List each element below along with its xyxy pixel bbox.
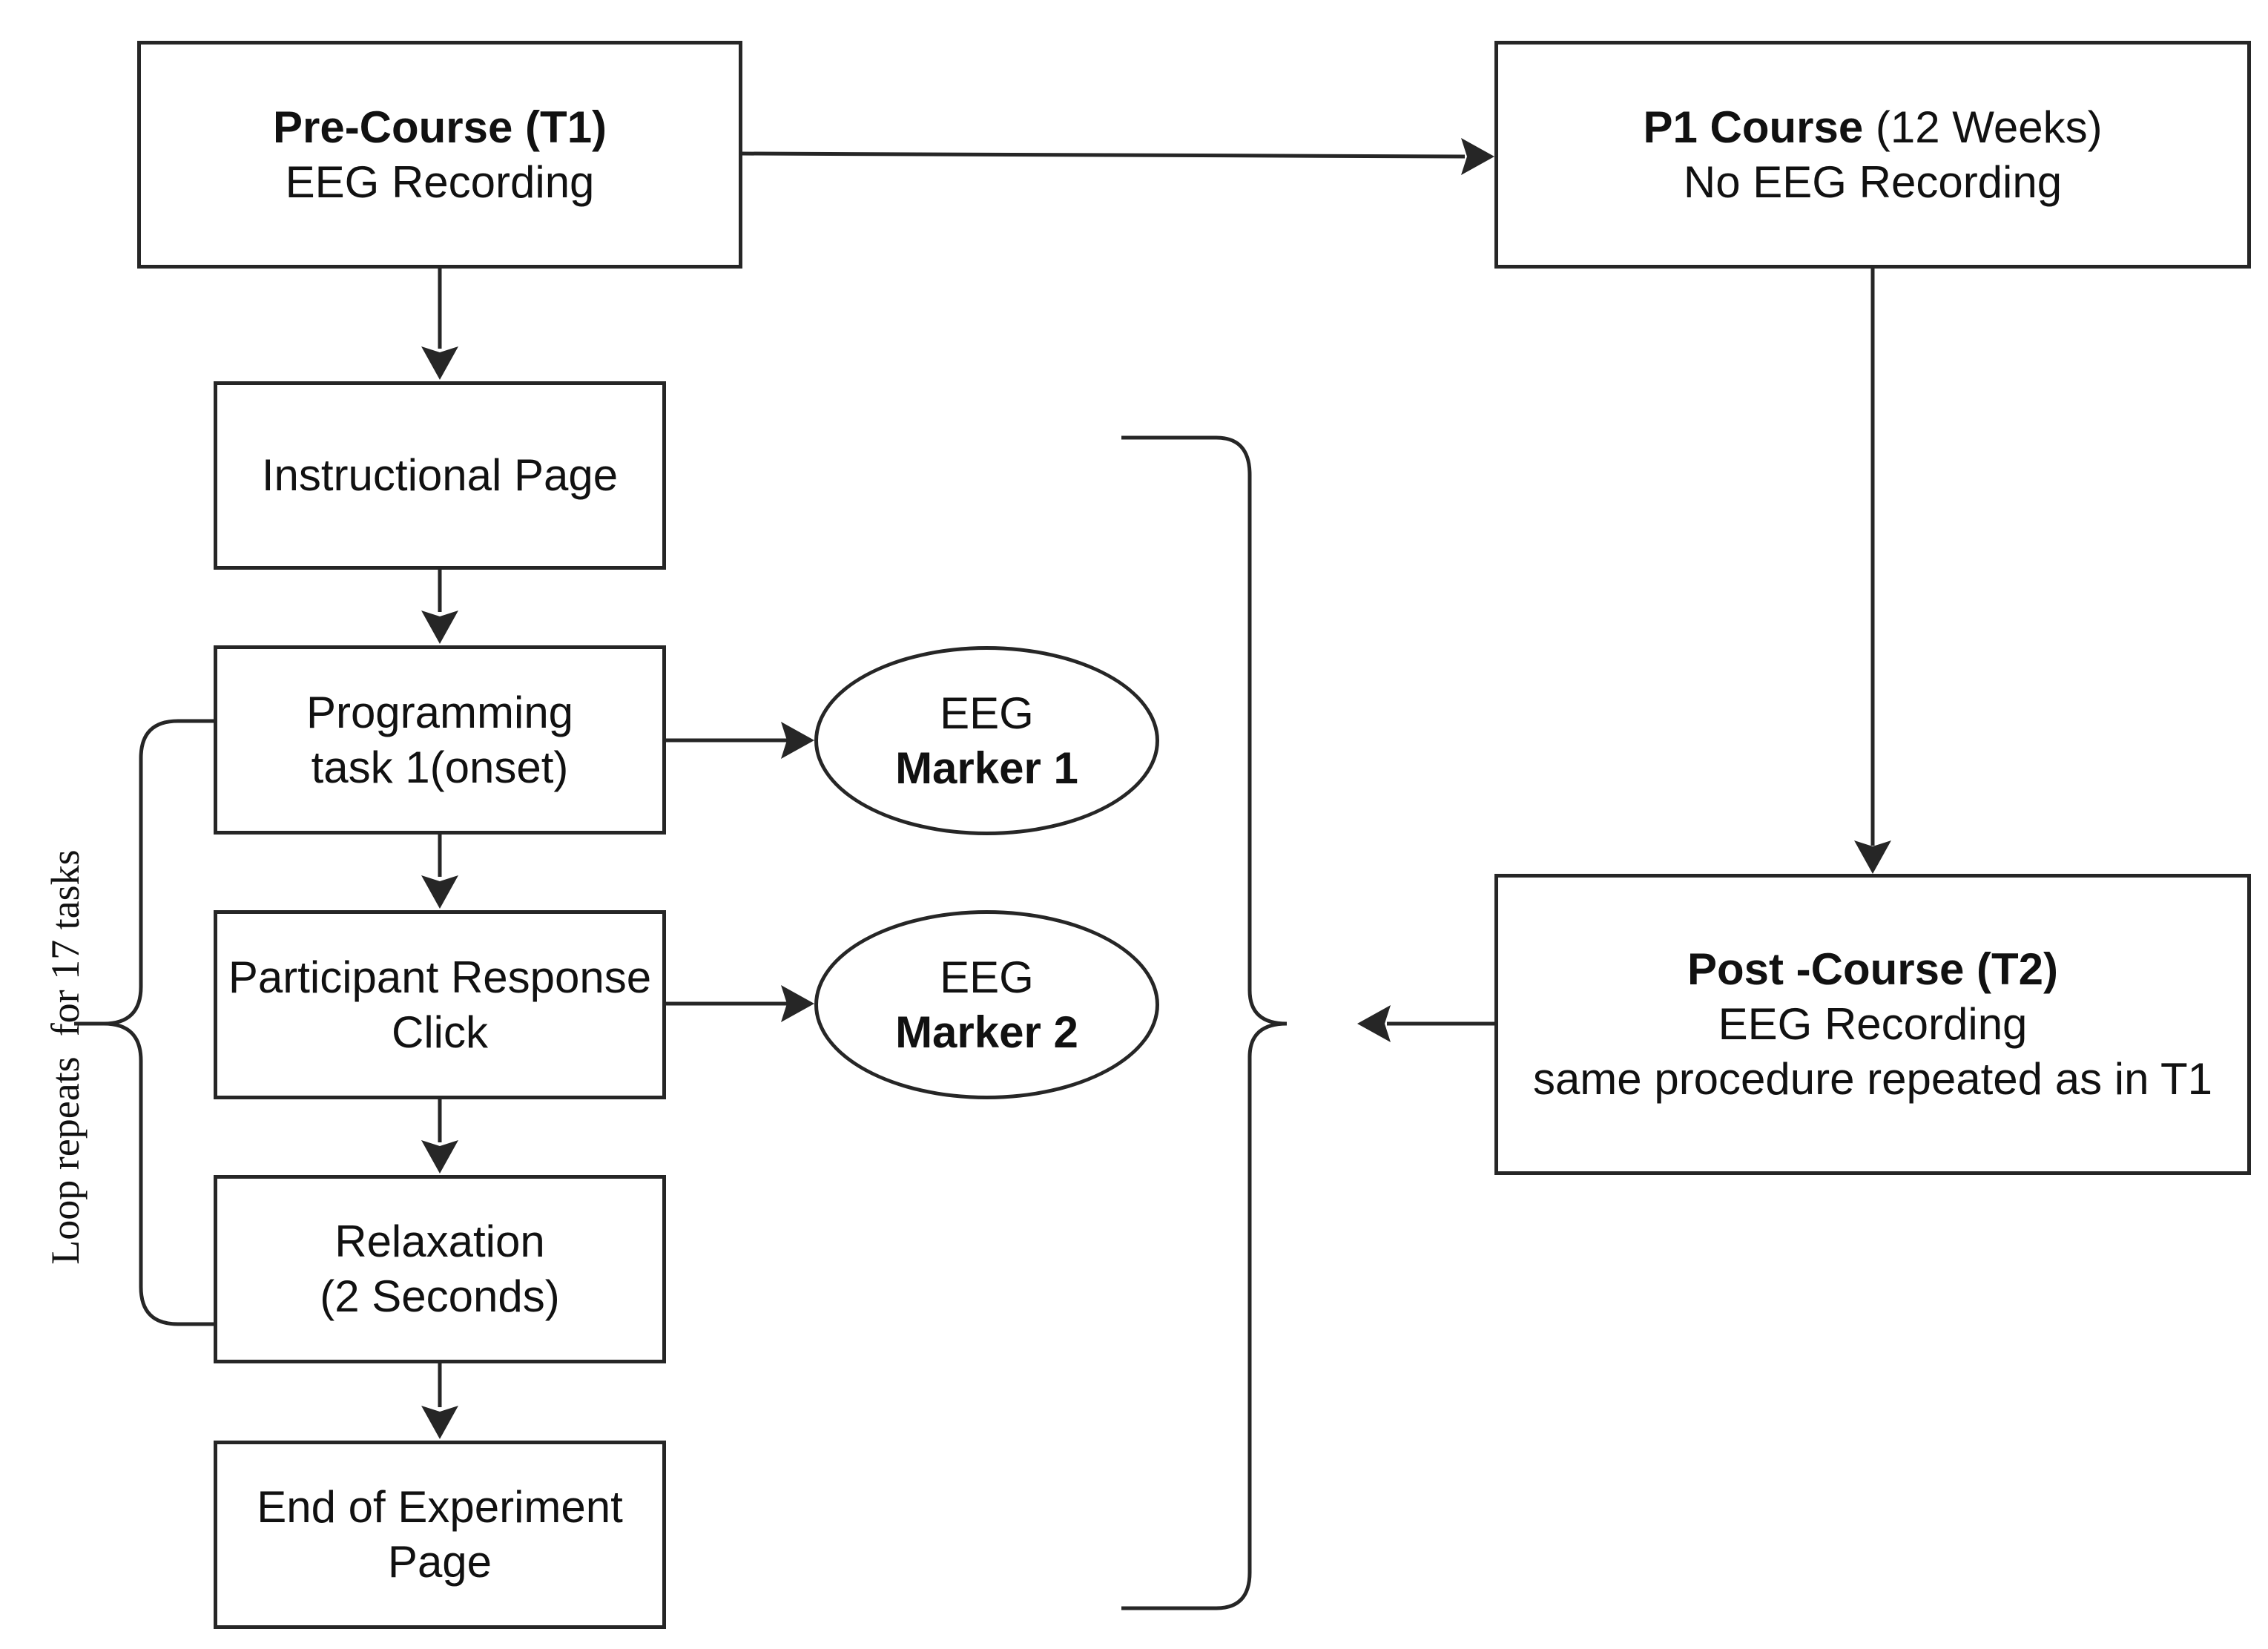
end-of-experiment-box: End of Experiment Page xyxy=(214,1441,666,1629)
right-brace xyxy=(1121,435,1288,1610)
marker1-line2: Marker 1 xyxy=(895,743,1078,793)
arrowhead-end xyxy=(421,1406,458,1439)
relaxation-line2: (2 Seconds) xyxy=(320,1271,560,1321)
end-page-line2: Page xyxy=(387,1537,492,1587)
programming-task-line2: task 1(onset) xyxy=(311,742,569,792)
arrowhead-instructional xyxy=(421,346,458,380)
participant-response-line2: Click xyxy=(392,1007,488,1057)
eeg-marker2-ellipse: EEG Marker 2 xyxy=(814,910,1159,1099)
marker2-line2: Marker 2 xyxy=(895,1007,1078,1057)
eeg-marker1-ellipse: EEG Marker 1 xyxy=(814,646,1159,835)
p1-course-title: P1 Course xyxy=(1643,102,1864,152)
relaxation-line1: Relaxation xyxy=(334,1217,545,1266)
loop-brace xyxy=(74,719,214,1326)
arrowhead-marker2 xyxy=(781,985,814,1022)
programming-task-line1: Programming xyxy=(306,687,574,737)
arrow-pre-to-p1 xyxy=(742,151,1466,159)
relaxation-box: Relaxation (2 Seconds) xyxy=(214,1175,666,1363)
arrowhead-response xyxy=(421,875,458,909)
end-page-line1: End of Experiment xyxy=(257,1482,623,1532)
p1-course-duration: (12 Weeks) xyxy=(1863,102,2103,152)
pre-course-subtitle: EEG Recording xyxy=(285,157,595,207)
p1-course-box: P1 Course (12 Weeks) No EEG Recording xyxy=(1494,41,2251,269)
participant-response-line1: Participant Response xyxy=(228,952,652,1002)
arrowhead-programming xyxy=(421,610,458,644)
pre-course-title: Pre-Course (T1) xyxy=(272,102,607,152)
arrowhead-p1 xyxy=(1461,138,1494,175)
post-course-title: Post -Course (T2) xyxy=(1687,944,2059,994)
post-course-line3: same procedure repeated as in T1 xyxy=(1532,1054,2213,1104)
post-course-box: Post -Course (T2) EEG Recording same pro… xyxy=(1494,874,2251,1175)
programming-task-box: Programming task 1(onset) xyxy=(214,645,666,835)
arrowhead-relaxation xyxy=(421,1140,458,1174)
pre-course-box: Pre-Course (T1) EEG Recording xyxy=(137,41,742,269)
p1-course-title-line: P1 Course (12 Weeks) xyxy=(1643,100,2102,155)
post-course-line2: EEG Recording xyxy=(1718,999,2028,1049)
participant-response-box: Participant Response Click xyxy=(214,910,666,1099)
arrowhead-marker1 xyxy=(781,722,814,759)
arrowhead-brace xyxy=(1357,1005,1391,1042)
arrowhead-post xyxy=(1854,840,1891,874)
marker2-line1: EEG xyxy=(940,952,1034,1002)
instructional-page-box: Instructional Page xyxy=(214,381,666,570)
p1-course-subtitle: No EEG Recording xyxy=(1683,157,2063,207)
marker1-line1: EEG xyxy=(940,688,1034,738)
loop-label: Loop repeats for 17 tasks xyxy=(43,849,88,1265)
instructional-page-label: Instructional Page xyxy=(261,450,619,500)
